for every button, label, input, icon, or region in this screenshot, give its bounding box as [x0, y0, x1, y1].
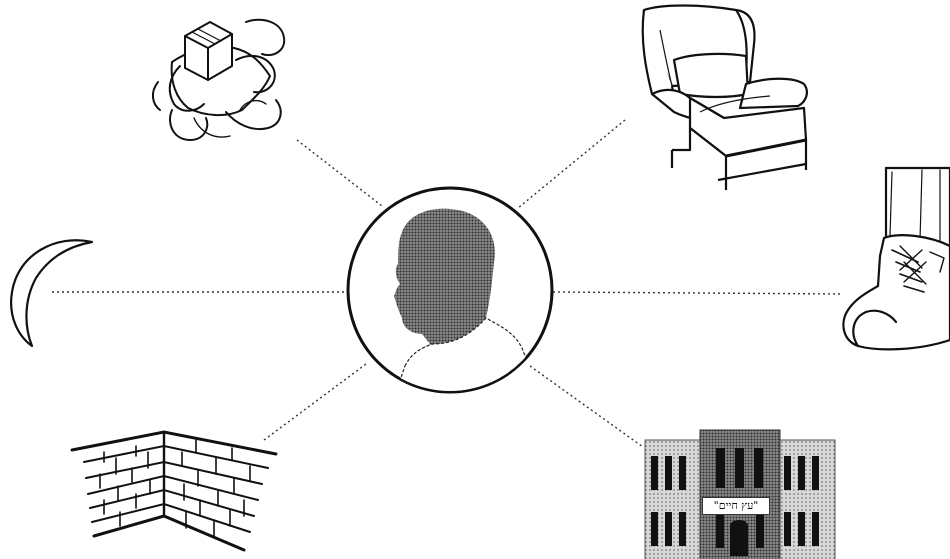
building-sign-label: "עץ חיים" [702, 497, 770, 515]
building-icon [645, 430, 835, 559]
gift-box-ribbon-icon [153, 20, 284, 140]
connector-armchair [518, 120, 625, 208]
armchair-icon [643, 6, 807, 191]
crescent-moon-icon [11, 240, 92, 346]
boot-icon [843, 168, 950, 349]
connector-gift [297, 140, 382, 206]
center-portrait [348, 188, 552, 395]
connector-wall [264, 364, 366, 440]
brick-wall-corner-icon [72, 432, 276, 550]
connector-boot [553, 292, 843, 294]
connector-building [530, 366, 643, 447]
